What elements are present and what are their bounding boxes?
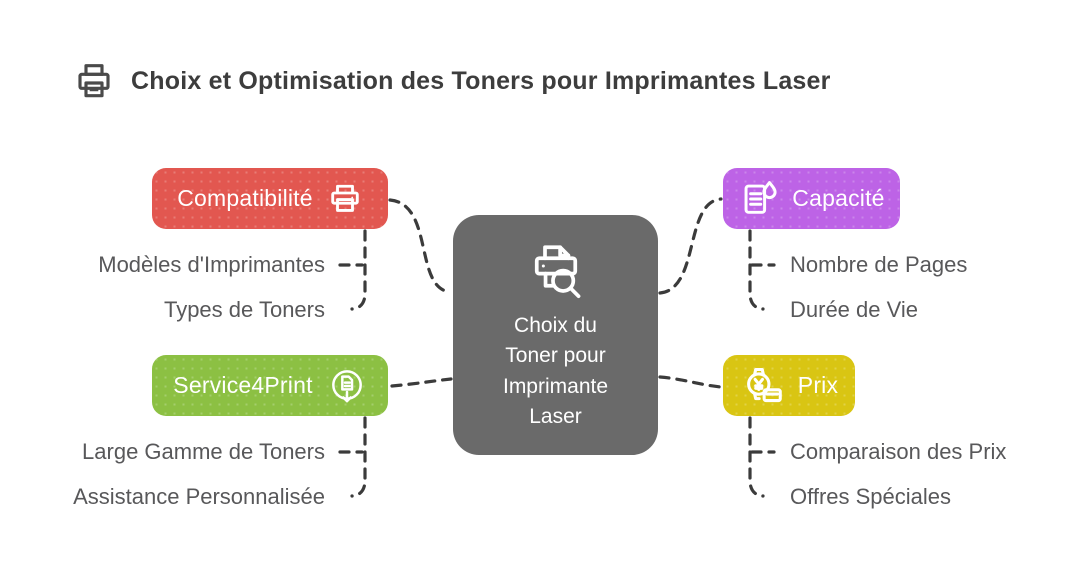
connector-prix-children [748,416,765,498]
connector-compatibilite-children [350,229,367,311]
document-download-icon [331,369,362,402]
connector-service-children [350,416,367,498]
center-node-label: Choix du Toner pour Imprimante Laser [502,314,609,429]
branch-node-service4print: Service4Print [152,355,388,416]
child-label-types-toners: Types de Toners [163,297,325,322]
branch-node-compatibilite: Compatibilité [152,168,388,229]
connector-center-prix [658,375,723,389]
child-label-comparaison-prix: Comparaison des Prix [790,439,1007,464]
branch-label-compatibilite: Compatibilité [177,185,313,211]
page-title: Choix et Optimisation des Toners pour Im… [131,66,831,95]
center-node: Choix du Toner pour Imprimante Laser [453,215,658,455]
branch-label-capacite: Capacité [792,185,885,211]
branch-node-capacite: Capacité [723,168,900,229]
child-label-assistance: Assistance Personnalisée [73,484,325,509]
page-title-block: Choix et Optimisation des Toners pour Im… [74,60,831,102]
connector-capacite-children [748,229,765,311]
child-label-large-gamme: Large Gamme de Toners [82,439,325,464]
child-label-nombre-pages: Nombre de Pages [790,252,968,277]
connector-center-capacite [658,197,723,295]
printer-search-icon [534,245,580,299]
child-label-modeles-imprimantes: Modèles d'Imprimantes [98,252,325,277]
price-payment-icon [746,367,782,402]
child-label-offres-speciales: Offres Spéciales [790,484,952,509]
document-drop-icon [744,180,777,214]
printer-icon [331,184,359,212]
branch-node-prix: Prix [723,355,855,416]
child-label-duree-vie: Durée de Vie [790,297,919,322]
printer-icon [78,64,110,98]
connector-compatibilite-center [388,198,452,294]
branch-label-service4print: Service4Print [173,372,313,398]
connector-service-center [390,377,453,388]
branch-label-prix: Prix [797,372,839,398]
